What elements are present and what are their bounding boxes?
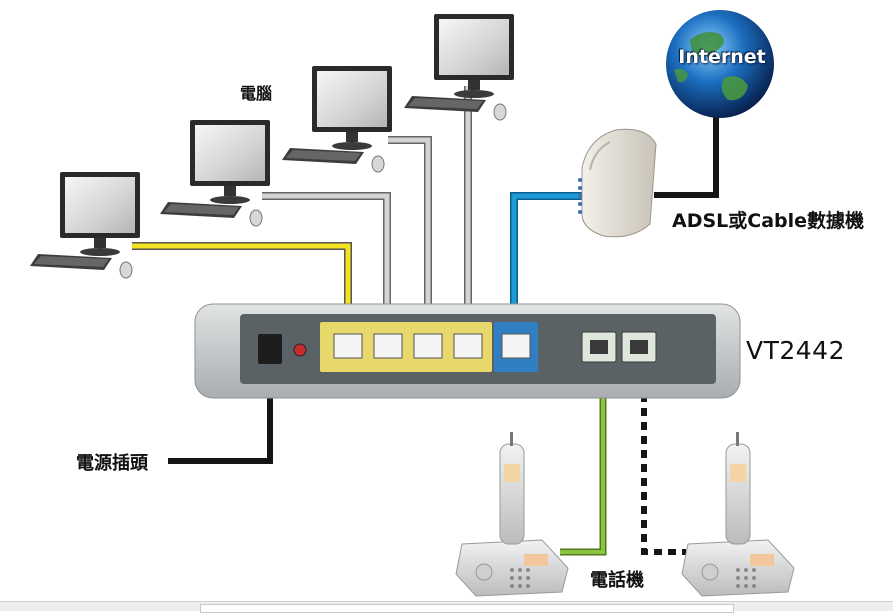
- computers-label: 電腦: [240, 84, 273, 103]
- globe-icon: [666, 10, 774, 118]
- internet-label: Internet: [678, 46, 766, 68]
- router-model-label: VT2442: [746, 336, 845, 365]
- phone-cable-2: [641, 352, 686, 555]
- modem-icon: [578, 128, 657, 238]
- wan-cable-fill: [511, 193, 582, 340]
- power-plug-label: 電源插頭: [76, 453, 148, 474]
- phone-cable-1-fill: [560, 352, 605, 554]
- telephones-label: 電話機: [590, 570, 644, 591]
- router-icon: [194, 303, 741, 399]
- computer-icon: [29, 13, 515, 279]
- modem-label: ADSL或Cable數據機: [672, 210, 865, 232]
- lan-cable-3-fill: [388, 137, 431, 340]
- lan-cable-2-fill: [262, 193, 390, 340]
- internet-cable: [654, 110, 719, 198]
- status-field: [200, 604, 734, 613]
